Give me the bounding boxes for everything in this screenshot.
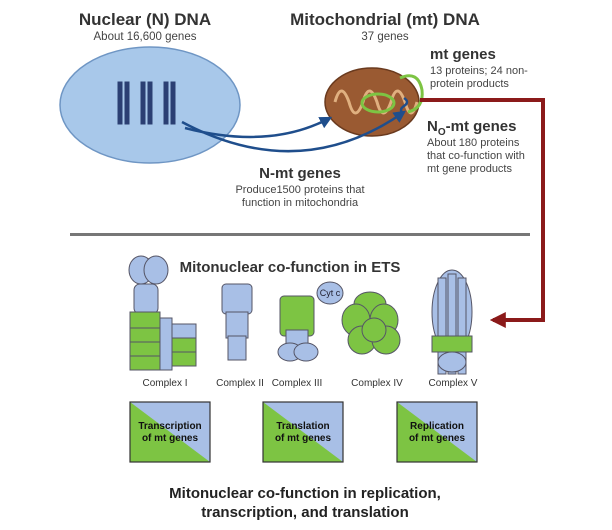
box-transcription-text: Transcription of mt genes — [130, 421, 210, 445]
box-translation-line2: of mt genes — [274, 433, 332, 444]
n-mt-genes-title: N-mt genes — [259, 165, 341, 182]
footer-caption: Mitonuclear co-function in replication, … — [100, 484, 510, 522]
chromosome-bars — [117, 81, 176, 125]
box-translation-text: Translation of mt genes — [263, 421, 343, 445]
box-replication-text: Replication of mt genes — [397, 421, 477, 445]
complex-2-label: Complex II — [216, 378, 264, 389]
box-transcription-line1: Transcription — [138, 421, 202, 432]
section-divider — [70, 233, 530, 236]
box-transcription-line2: of mt genes — [141, 433, 199, 444]
complex-1 — [128, 255, 197, 371]
nuclear-dna-subtitle: About 16,600 genes — [93, 31, 197, 43]
mitochondrion — [324, 67, 424, 137]
complex-3-label: Complex III — [271, 378, 323, 389]
complex-4-label: Complex IV — [351, 378, 403, 389]
box-replication-line1: Replication — [410, 421, 464, 432]
complex-2 — [221, 283, 253, 361]
arrow-n-to-mt-2 — [181, 110, 407, 153]
mt-genes-title: mt genes — [430, 46, 496, 63]
ets-diagram — [128, 255, 473, 375]
complex-3 — [277, 295, 319, 362]
box-replication-line2: of mt genes — [408, 433, 466, 444]
complex-4 — [341, 291, 401, 355]
complex-1-label: Complex I — [142, 378, 188, 389]
complex-5-label: Complex V — [428, 378, 478, 389]
footer-line1: Mitonuclear co-function in replication, — [169, 485, 441, 502]
process-boxes — [129, 401, 478, 463]
box-translation-line1: Translation — [276, 421, 330, 432]
cytc-label: Cyt c — [319, 288, 341, 298]
cytc-blob — [316, 281, 344, 305]
mt-genes-line2: protein products — [430, 78, 509, 90]
n-mt-genes-line1: Produce1500 proteins that — [235, 184, 365, 196]
n-mt-genes-line2: function in mitochondria — [241, 197, 359, 209]
box-translation — [262, 401, 344, 463]
footer-line2: transcription, and translation — [201, 504, 409, 521]
complex-5 — [431, 269, 473, 375]
nuclear-dna-title: Nuclear (N) DNA — [78, 10, 212, 29]
ets-title: Mitonuclear co-function in ETS — [179, 259, 401, 276]
box-replication — [396, 401, 478, 463]
mito-dna-title: Mitochondrial (mt) DNA — [290, 10, 480, 29]
box-transcription — [129, 401, 211, 463]
mt-genes-line1: 13 proteins; 24 non- — [430, 65, 528, 77]
mito-dna-subtitle: 37 genes — [361, 31, 409, 43]
top-diagram — [59, 46, 530, 236]
